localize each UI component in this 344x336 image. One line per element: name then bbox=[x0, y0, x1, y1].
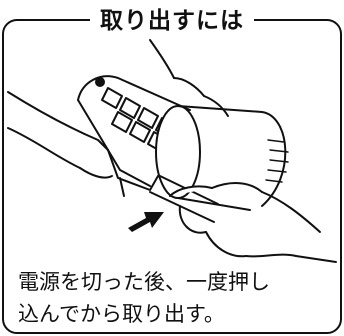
page-title: 取り出すには bbox=[90, 6, 254, 36]
title-bar: 取り出すには bbox=[0, 6, 344, 36]
push-arrow-icon bbox=[128, 212, 164, 232]
caption-line-1: 電源を切った後、一度押し bbox=[18, 270, 270, 294]
instruction-caption: 電源を切った後、一度押し 込んでから取り出す。 bbox=[18, 266, 328, 330]
caption-line-2: 込んでから取り出す。 bbox=[18, 302, 225, 326]
